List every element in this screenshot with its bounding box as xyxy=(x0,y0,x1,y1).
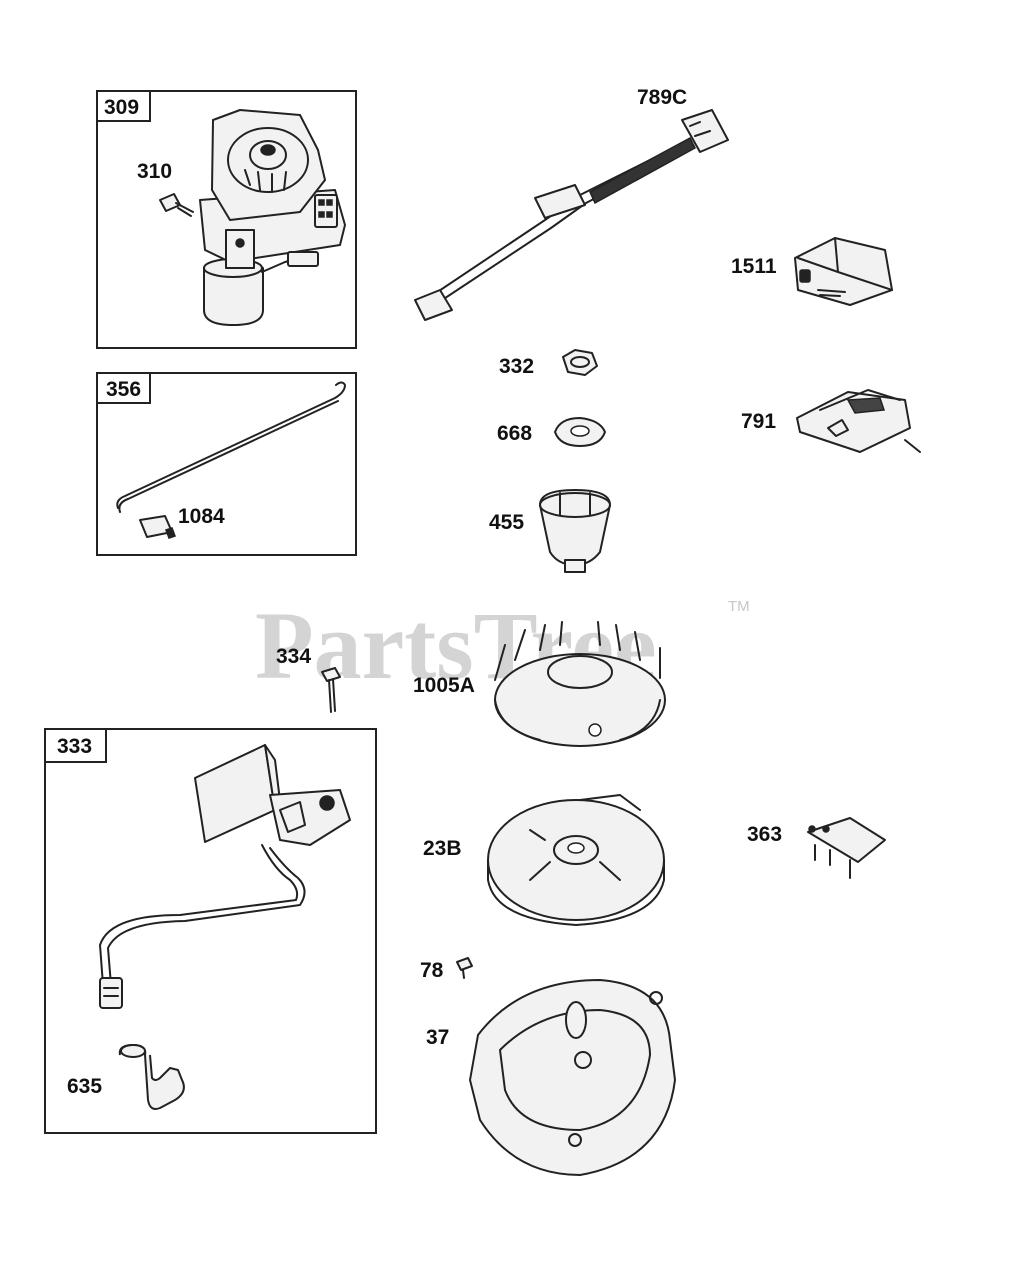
box-356-tag xyxy=(96,372,151,404)
part-label-635: 635 xyxy=(67,1075,102,1098)
charger-791-part[interactable] xyxy=(796,389,921,453)
connector-1084-part[interactable] xyxy=(139,515,176,539)
part-label-668: 668 xyxy=(497,422,532,445)
box-309-frame xyxy=(96,90,357,349)
blower-housing-37-part[interactable] xyxy=(469,979,676,1176)
flywheel-23b-part[interactable] xyxy=(487,794,665,926)
part-label-455: 455 xyxy=(489,511,524,534)
wire-harness-789c-part[interactable] xyxy=(414,109,729,321)
part-label-332: 332 xyxy=(499,355,534,378)
spark-plug-boot-635-part[interactable] xyxy=(118,1044,185,1110)
box-309-tag xyxy=(96,90,151,122)
part-label-1005a: 1005A xyxy=(413,674,475,697)
nut-332-part[interactable] xyxy=(562,349,598,376)
box-356[interactable]: 356 1084 xyxy=(96,372,357,556)
watermark-trademark: TM xyxy=(728,598,750,615)
part-label-310: 310 xyxy=(137,160,172,183)
part-label-1511: 1511 xyxy=(731,255,777,278)
wire-harness-356-part[interactable] xyxy=(116,381,346,513)
part-label-23b: 23B xyxy=(423,837,462,860)
starter-motor-part[interactable] xyxy=(199,109,346,326)
part-label-1084: 1084 xyxy=(178,505,225,528)
box-333-frame xyxy=(44,728,377,1134)
box-356-label: 356 xyxy=(106,378,141,401)
bracket-363-part[interactable] xyxy=(807,817,886,879)
box-356-frame xyxy=(96,372,357,556)
fan-1005a-part[interactable] xyxy=(494,621,666,747)
battery-1511-part[interactable] xyxy=(794,237,893,306)
cup-455-part[interactable] xyxy=(539,489,611,573)
part-label-791: 791 xyxy=(741,410,776,433)
box-309[interactable]: 309 310 xyxy=(96,90,357,349)
part-label-363: 363 xyxy=(747,823,782,846)
bolt-334-part[interactable] xyxy=(321,667,341,713)
part-label-78: 78 xyxy=(420,959,444,982)
ignition-coil-part[interactable] xyxy=(99,744,351,1009)
screw-78-part[interactable] xyxy=(456,957,473,979)
part-label-37: 37 xyxy=(426,1026,449,1049)
washer-668-part[interactable] xyxy=(554,417,606,447)
part-label-334: 334 xyxy=(276,645,311,668)
part-label-789c: 789C xyxy=(637,86,687,109)
box-309-label: 309 xyxy=(104,96,139,119)
bolt-310-part[interactable] xyxy=(159,193,194,217)
box-333-tag xyxy=(44,728,107,763)
box-333-label: 333 xyxy=(57,735,92,758)
box-333[interactable]: 333 635 xyxy=(44,728,377,1134)
